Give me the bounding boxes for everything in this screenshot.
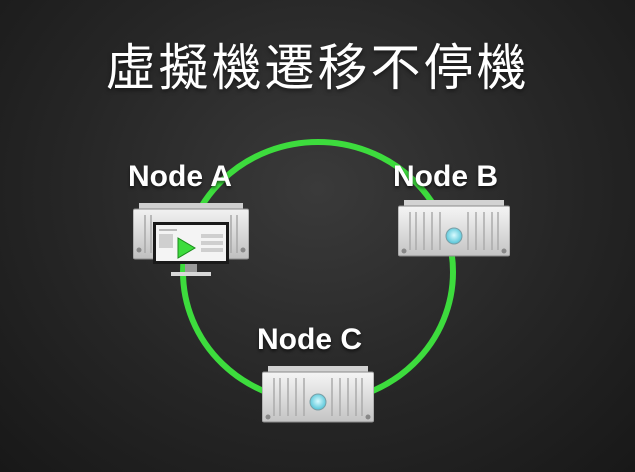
node-b-server-icon bbox=[398, 200, 510, 257]
node-c-server-icon bbox=[262, 366, 374, 423]
node-a-server-icon bbox=[133, 203, 249, 276]
node-a-label: Node A bbox=[128, 160, 232, 193]
node-c-label: Node C bbox=[257, 323, 362, 356]
diagram-title: 虛擬機遷移不停機 bbox=[105, 39, 530, 97]
node-b-label: Node B bbox=[393, 160, 498, 193]
